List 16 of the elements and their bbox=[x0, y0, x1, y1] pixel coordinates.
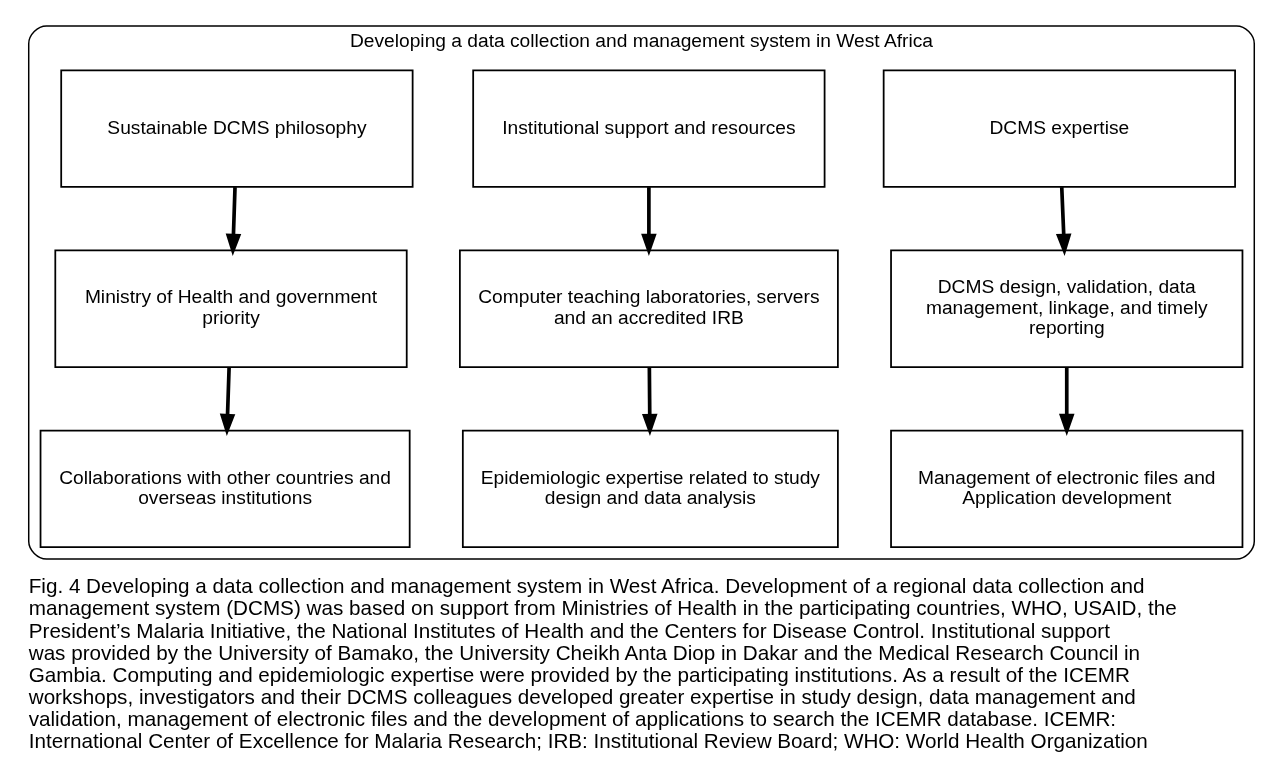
arrow bbox=[225, 187, 242, 256]
arrow bbox=[642, 367, 658, 437]
arrow bbox=[219, 367, 236, 437]
node-box: Ministry of Health and government priority bbox=[54, 249, 408, 368]
node-box: Epidemiologic expertise related to study design and data analysis bbox=[461, 429, 839, 549]
node-box: Collaborations with other countries and overseas institutions bbox=[39, 429, 411, 549]
node-box: Management of electronic files and Application development bbox=[890, 429, 1244, 549]
caption: Fig. 4 Developing a data collection and management system in West Africa. Development of a regional data collection and management system (DCMS) was based on support from Ministries of Health in the participating countries, WHO, USAID, the President’s Malaria Initiative, the National Institutes of Health and the Centers for Disease Control. Institutional support was provided by the University of Bamako, the University Cheikh Anta Diop in Dakar and the Medical Research Council in Gambia. Computing and epidemiologic expertise were provided by the participating institutions. As a result of the ICEMR workshops, investigators and their DCMS colleagues developed greater expertise in study design, data management and validation, management of electronic files and the development of applications to search the ICEMR database. ICEMR: International Center of Excellence for Malaria Research; IRB: Institutional Review Board; WHO: World Health Organization bbox=[28, 574, 1177, 753]
arrow bbox=[1059, 367, 1075, 437]
arrow bbox=[1055, 187, 1072, 256]
node-box: Computer teaching laboratories, servers and an accredited IRB bbox=[459, 249, 839, 368]
node-box: Sustainable DCMS philosophy bbox=[60, 69, 414, 188]
node-box: DCMS expertise bbox=[882, 69, 1236, 188]
node-box: DCMS design, validation, data management, linkage, and timely reporting bbox=[890, 249, 1244, 368]
node-box: Institutional support and resources bbox=[472, 69, 826, 188]
arrow bbox=[641, 187, 657, 256]
